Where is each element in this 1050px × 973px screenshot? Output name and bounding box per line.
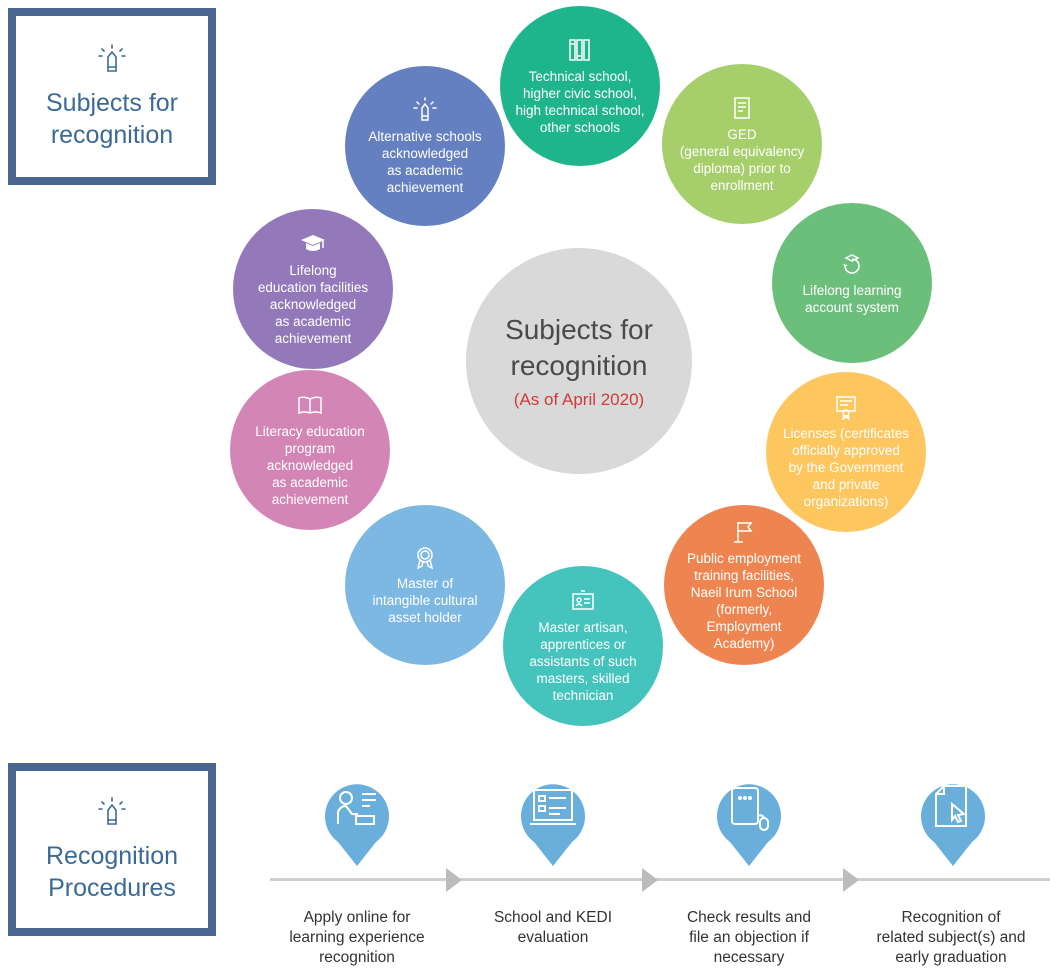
- arrow-right-icon: [843, 868, 859, 892]
- arrow-right-icon: [642, 868, 658, 892]
- subject-circle-intangible-cultural-asset: Master of intangible cultural asset hold…: [345, 505, 505, 665]
- subject-circle-licenses: Licenses (certificates officially approv…: [766, 372, 926, 532]
- step-pin-check-results: [717, 784, 781, 866]
- circle-label: Lifelong learning account system: [802, 282, 902, 315]
- subjects-label-box: Subjects for recognition: [8, 8, 216, 185]
- subject-circle-lifelong-learning-account: Lifelong learning account system: [772, 203, 932, 363]
- arrow-right-icon: [446, 868, 462, 892]
- subjects-label-title: Subjects for recognition: [45, 88, 178, 149]
- subject-circle-public-employment-training: Public employment training facilities, N…: [664, 505, 824, 665]
- circle-label: Literacy education program acknowledged …: [255, 424, 365, 507]
- circle-label: Licenses (certificates officially approv…: [782, 426, 910, 509]
- procedures-label-box: Recognition Procedures: [8, 763, 216, 936]
- document-cursor-icon: [935, 785, 967, 827]
- subject-circle-literacy-education: Literacy education program acknowledged …: [230, 370, 390, 530]
- step-text-evaluation: School and KEDI evaluation: [493, 909, 613, 946]
- step-text-recognition: Recognition of related subject(s) and ea…: [876, 909, 1026, 966]
- circle-label: Lifelong education facilities acknowledg…: [257, 263, 369, 346]
- certificate-icon: [836, 396, 856, 420]
- procedure-timeline: [270, 878, 1050, 881]
- procedures-label-title: Recognition Procedures: [45, 841, 179, 902]
- step-text-apply-online: Apply online for learning experience rec…: [289, 909, 425, 966]
- person-laptop-icon: [337, 791, 376, 825]
- evaluation-screen-icon: [530, 789, 576, 825]
- step-text-check-results: Check results and file an objection if n…: [686, 909, 812, 966]
- circle-label: Master artisan, apprentices or assistant…: [529, 620, 637, 703]
- subject-circle-lifelong-education-facilities: Lifelong education facilities acknowledg…: [233, 209, 393, 369]
- subject-circle-technical-school: Technical school, higher civic school, h…: [500, 6, 660, 166]
- books-icon: [569, 38, 590, 61]
- circle-label: Master of intangible cultural asset hold…: [372, 576, 478, 625]
- flag-icon: [734, 521, 753, 543]
- circle-label: Technical school, higher civic school, h…: [515, 68, 645, 135]
- step-pin-evaluation: [521, 784, 585, 866]
- step-pin-apply-online: [325, 784, 389, 866]
- center-title: Subjects for recognition: [505, 314, 653, 381]
- subject-circle-master-artisan: Master artisan, apprentices or assistant…: [503, 566, 663, 726]
- circle-label: Alternative schools acknowledged as acad…: [368, 128, 482, 195]
- pencil-bulb-icon: [413, 96, 437, 121]
- circle-label: Public employment training facilities, N…: [686, 550, 802, 651]
- subject-circle-alternative-schools: Alternative schools acknowledged as acad…: [345, 66, 505, 226]
- center-circle: Subjects for recognition (As of April 20…: [466, 248, 692, 474]
- center-subtitle: (As of April 2020): [513, 390, 645, 409]
- pencil-bulb-icon: [98, 43, 126, 72]
- award-medal-icon: [416, 547, 434, 570]
- circle-label: GED (general equivalency diploma) prior …: [679, 126, 805, 193]
- pencil-bulb-icon: [98, 796, 126, 825]
- learner-cycle-icon: [843, 253, 860, 274]
- id-card-icon: [572, 590, 594, 610]
- document-icon: [734, 96, 750, 119]
- subject-circle-ged: GED (general equivalency diploma) prior …: [662, 64, 822, 224]
- step-pin-recognition: [921, 784, 985, 866]
- graduation-cap-icon: [301, 235, 325, 251]
- computer-mouse-icon: [731, 787, 769, 831]
- open-book-icon: [298, 396, 322, 415]
